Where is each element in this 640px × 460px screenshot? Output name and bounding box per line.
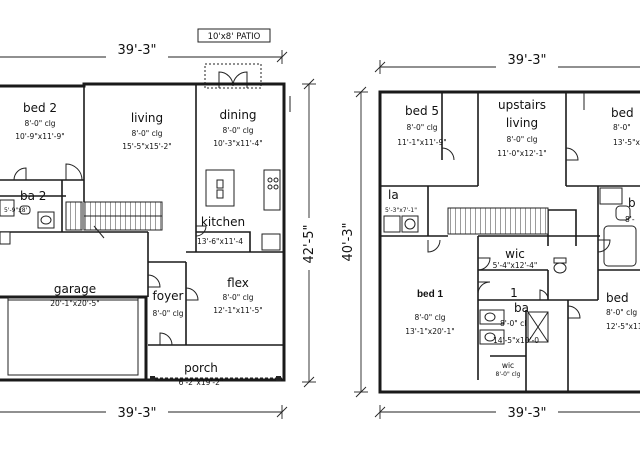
plan2-depth-dimension: 40'-3" [338,86,368,398]
room-size: 10'-9"x11'-9" [15,132,65,141]
room-ceiling: 8'-0" clg [496,371,521,378]
room-name: bed 5 [405,104,439,118]
room-number: 1 [510,286,518,300]
plan1-bottom-dimension: 39'-3" [0,403,288,421]
room-kitchen: kitchen 13'-6"x11'-4 [197,215,245,246]
room-living: living 8'-0" clg 15'-5"x15'-2" [122,111,172,151]
room-ceiling: 8'- [625,215,635,224]
room-name-2: living [506,116,538,130]
room-la: la 5'-3"x7'-1" [385,188,417,214]
room-ba-3: b 8'- [625,196,636,224]
room-bed-3: bed 8'-0" clg 12'-5"x11'-1 [606,291,640,331]
plan2-bottom-width: 39'-3" [507,406,546,421]
room-size: 11'-1"x11'-9" [397,138,447,147]
room-ba-2: ba 2 5'-9"x8' [4,189,46,214]
patio-label: 10'x8' PATIO [208,32,261,42]
room-ceiling: 8'-0" clg [606,308,637,317]
room-bed-2: bed 2 8'-0" clg 10'-9"x11'-9" [15,101,65,141]
room-name: garage [54,282,96,296]
room-ceiling: 8'-0" cl [500,319,526,328]
room-name: upstairs [498,98,546,112]
room-flex: flex 8'-0" clg 12'-1"x11'-5" [213,276,263,315]
room-name: bed [611,106,634,120]
room-name: flex [227,276,249,290]
room-ba-1: 1 ba 8'-0" cl 14'-5"x10'-0 [493,286,539,345]
room-size: 15'-5"x15'-2" [122,142,172,151]
room-name: dining [219,108,256,122]
room-ceiling: 8'-0" clg [414,313,445,322]
room-ceiling: 8'-0" clg [222,293,253,302]
room-size: 11'-0"x12'-1" [497,149,547,158]
room-foyer: foyer 8'-0" clg [152,289,183,318]
room-name: b [628,196,636,210]
room-ceiling: 8'-0" clg [222,126,253,135]
room-name: wic [505,247,525,261]
room-bed-1: bed 1 8'-0" clg 13'-1"x20'-1" [405,289,455,336]
room-name: bed 2 [23,101,57,115]
plan2-depth: 40'-3" [341,222,356,261]
room-name: living [131,111,163,125]
room-name: foyer [153,289,184,303]
room-wic-2: wic 8'-0" clg [496,361,521,378]
room-size: 12'-5"x11'-1 [606,322,640,331]
first-floor-plan: 39'-3" 10'x8' PATIO [0,28,318,421]
room-size: 5'-9"x8' [4,207,28,214]
plan1-top-dimension: 39'-3" [0,40,288,64]
plan2-top-dimension: 39'-3" [374,50,640,74]
room-ceiling: 8'-0" clg [24,119,55,128]
room-size: 12'-1"x11'-5" [213,306,263,315]
plan1-bottom-width: 39'-3" [117,406,156,421]
room-porch: porch 6'-2"x19'-2" [179,361,224,387]
room-bed-5: bed 5 8'-0" clg 11'-1"x11'-9" [397,104,447,147]
plan1-top-width: 39'-3" [117,43,156,58]
room-size: 5'-3"x7'-1" [385,207,417,214]
room-ceiling: 8'-0" clg [506,135,537,144]
room-dining: dining 8'-0" clg 10'-3"x11'-4" [213,108,263,148]
room-name: bed 1 [417,289,444,300]
room-name: bed [606,291,629,305]
room-name: la [388,188,399,202]
room-size: 14'-5"x10'-0 [493,336,539,345]
room-garage: garage 20'-1"x20'-5" [50,282,100,308]
room-size: 13'-1"x20'-1" [405,327,455,336]
room-name: ba [514,301,529,315]
room-size: 5'-4"x12'-4" [493,261,538,270]
room-upstairs-living: upstairs living 8'-0" clg 11'-0"x12'-1" [497,98,547,158]
room-name: kitchen [201,215,245,229]
room-wic-1: wic 5'-4"x12'-4" [493,247,538,270]
room-name: ba 2 [20,189,46,203]
room-bed-4: bed 8'-0" 13'-5"x [611,106,640,147]
room-ceiling: 8'-0" clg [406,123,437,132]
room-ceiling: 8'-0" [613,123,631,132]
second-floor-plan: 39'-3" 40'-3" 39'-3" [338,50,640,421]
room-ceiling: 8'-0" clg [131,129,162,138]
room-name: porch [184,361,218,375]
plan1-depth-dimension: 42'-5" [300,78,318,388]
plan2-top-width: 39'-3" [507,53,546,68]
plan1-depth: 42'-5" [302,224,317,263]
room-ceiling: 8'-0" clg [152,309,183,318]
room-size: 13'-6"x11'-4 [197,237,243,246]
plan2-bottom-dimension: 39'-3" [374,403,640,421]
room-name: wic [502,361,514,370]
patio: 10'x8' PATIO [197,28,271,89]
room-size: 20'-1"x20'-5" [50,299,100,308]
room-size: 13'-5"x [613,138,640,147]
room-size: 6'-2"x19'-2" [179,378,224,387]
room-size: 10'-3"x11'-4" [213,139,263,148]
